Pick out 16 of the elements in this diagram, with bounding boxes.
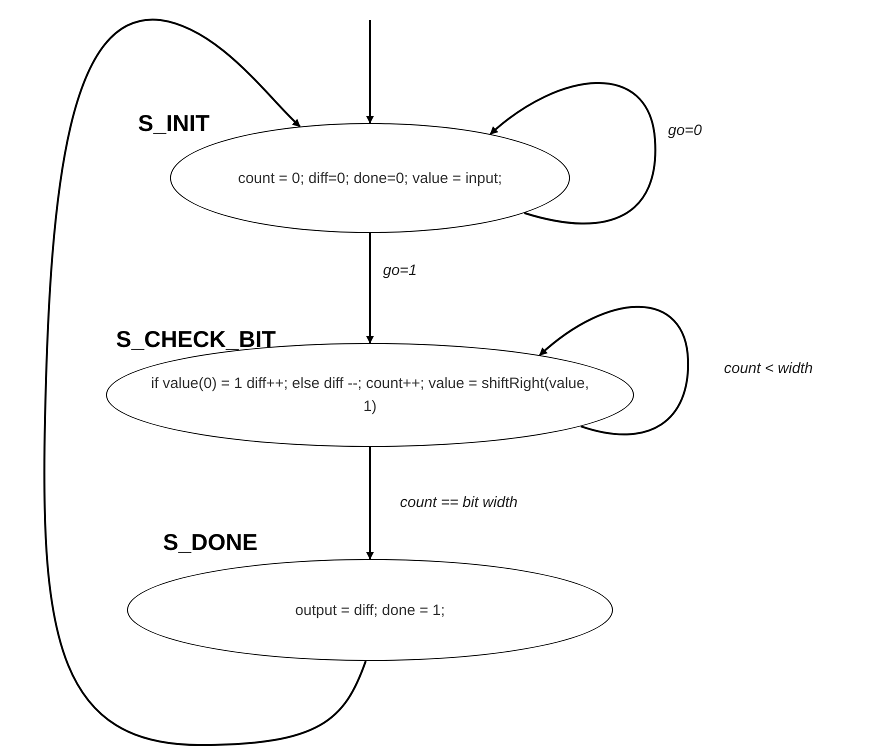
- state-name: S_INIT: [138, 109, 210, 138]
- state-actions: if value(0) = 1 diff++; else diff --; count++; value = shiftRight(value, 1): [150, 374, 590, 417]
- transition-arrow: [539, 306, 689, 436]
- state-name: S_DONE: [163, 528, 258, 557]
- transition-arrow: [366, 233, 374, 344]
- edge-label: go=0: [668, 121, 702, 141]
- edge-label: count < width: [724, 359, 813, 379]
- transition-arrow: [490, 82, 656, 224]
- state-actions: count = 0; diff=0; done=0; value = input;: [236, 168, 504, 188]
- edge-label: go=1: [383, 261, 417, 281]
- state-actions: output = diff; done = 1;: [294, 600, 446, 620]
- transition-arrow: [43, 19, 367, 746]
- edge-label: count == bit width: [400, 493, 518, 513]
- state-name: S_CHECK_BIT: [116, 325, 276, 354]
- transition-arrow: [366, 447, 374, 560]
- transition-arrow: [366, 20, 374, 124]
